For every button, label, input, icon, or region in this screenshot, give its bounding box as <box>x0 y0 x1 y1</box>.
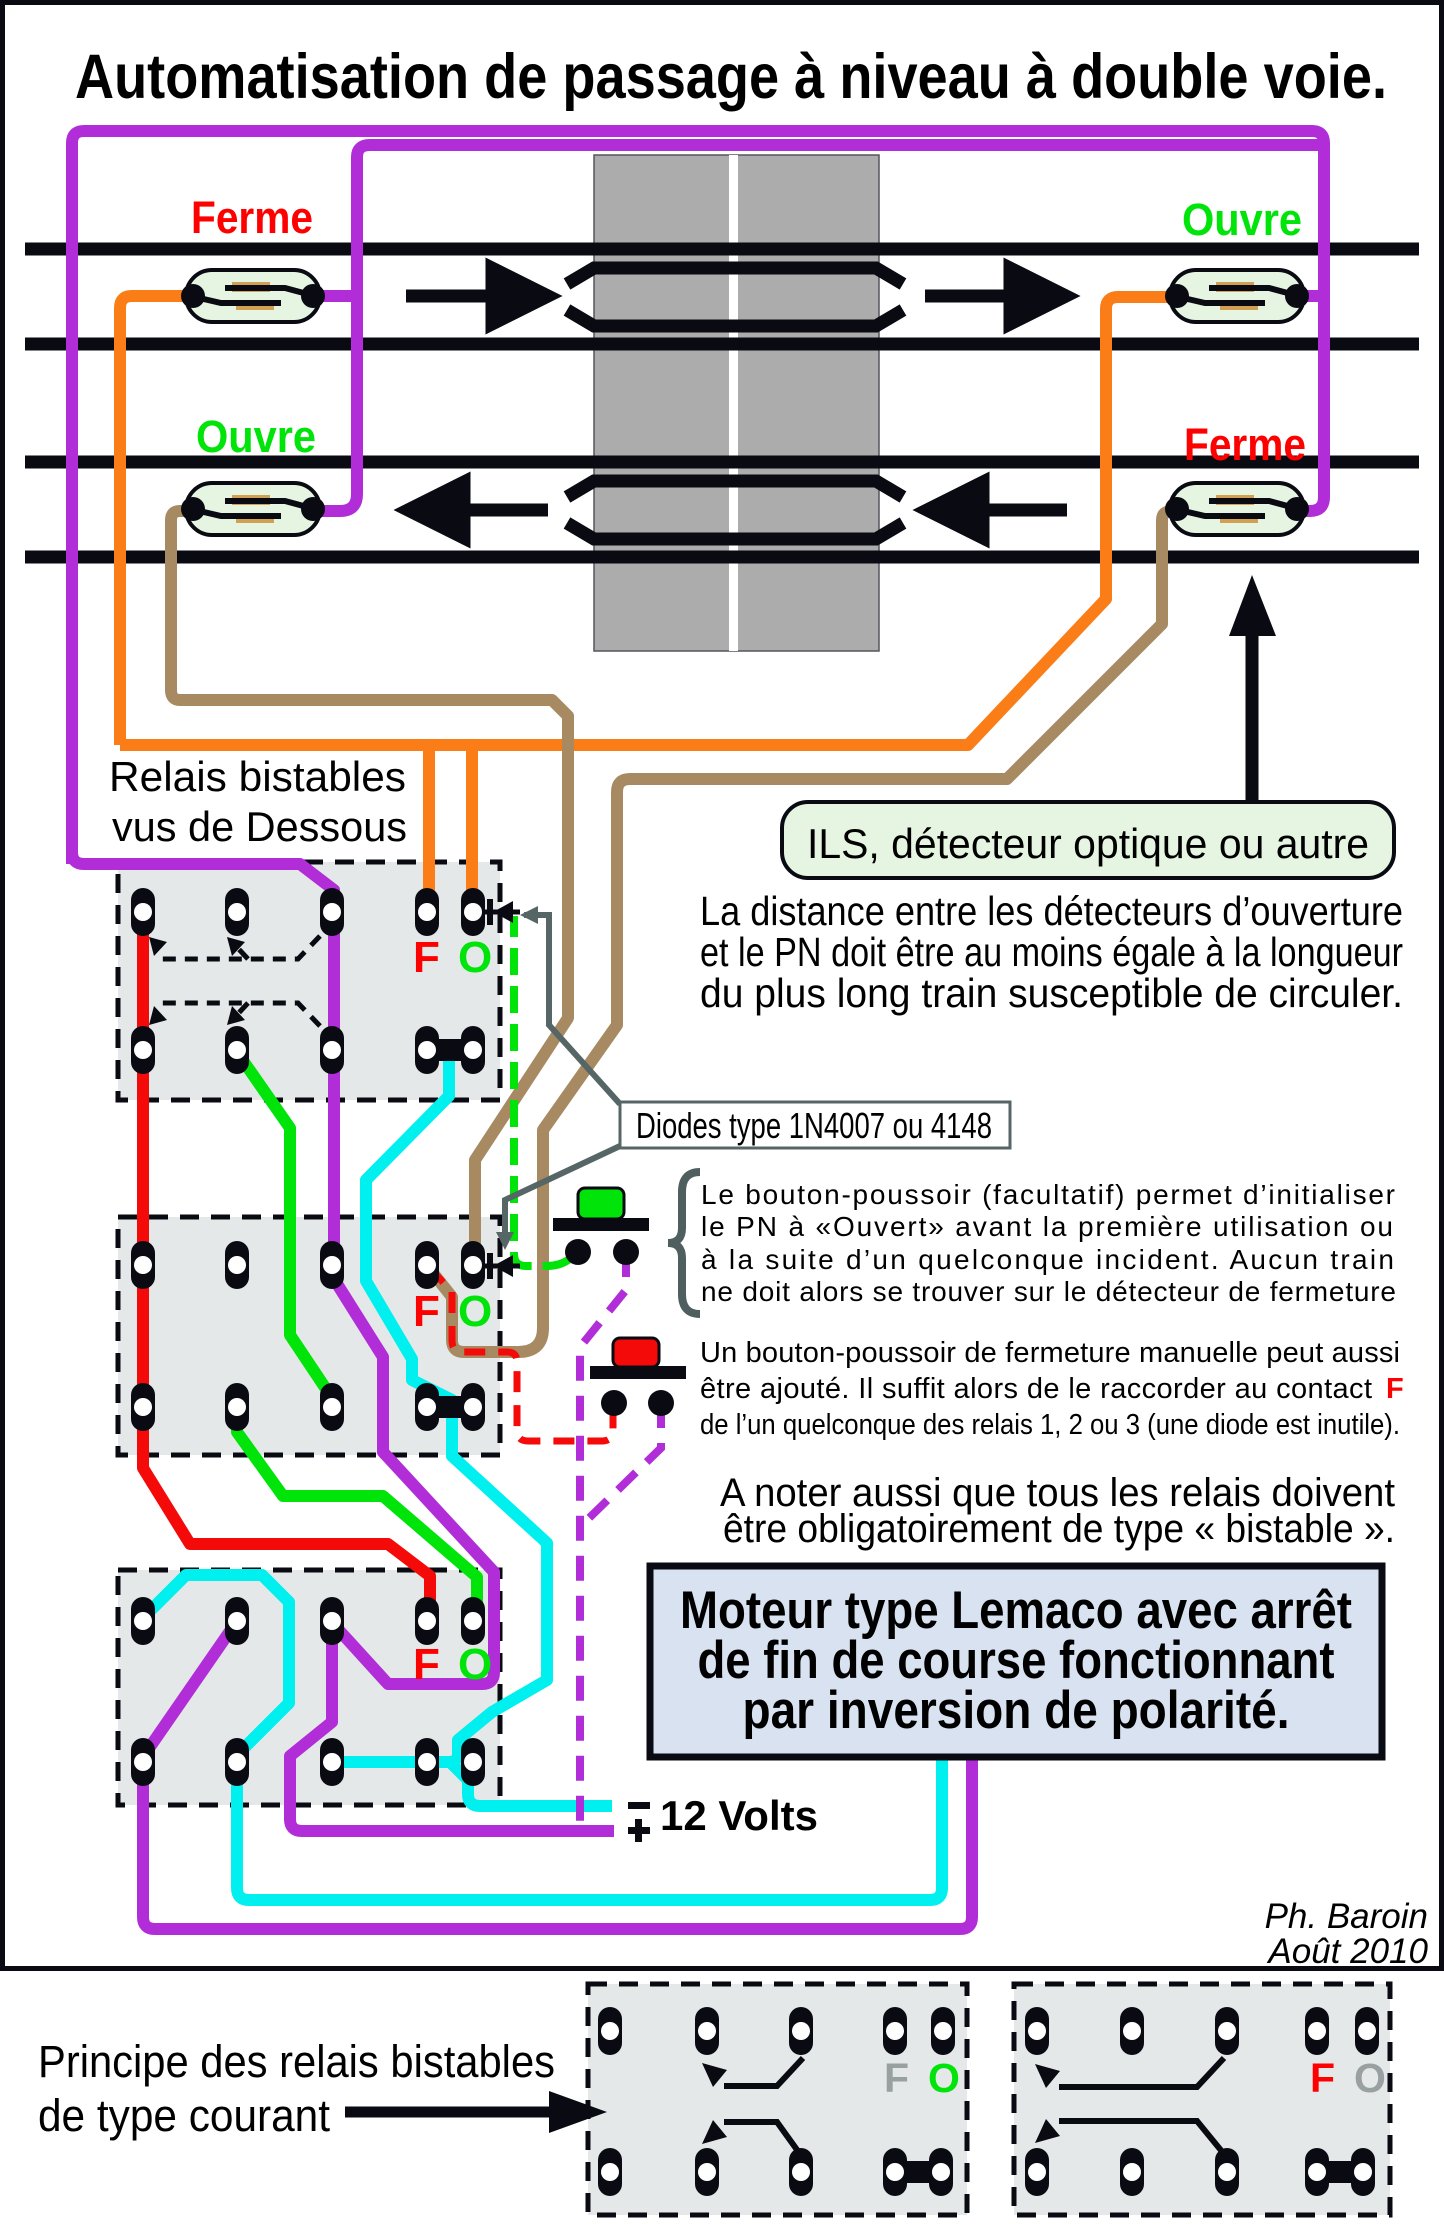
svg-text:Le bouton-poussoir (facultatif: Le bouton-poussoir (facultatif) permet d… <box>701 1179 1395 1210</box>
svg-text:A noter aussi que tous les rel: A noter aussi que tous les relais doiven… <box>720 1471 1395 1515</box>
svg-text:F: F <box>884 2055 909 2101</box>
svg-text:O: O <box>928 2055 960 2101</box>
svg-text:Ph. Baroin: Ph. Baroin <box>1265 1897 1428 1936</box>
svg-text:être ajouté. Il suffit alors d: être ajouté. Il suffit alors de le racco… <box>700 1373 1372 1405</box>
svg-text:Ouvre: Ouvre <box>196 411 316 462</box>
svg-text:de fin de course fonctionnant: de fin de course fonctionnant <box>698 1631 1335 1690</box>
svg-text:F: F <box>413 1640 440 1689</box>
svg-text:O: O <box>1354 2055 1386 2101</box>
svg-text:et le PN doit être au moins ég: et le PN doit être au moins égale à la l… <box>700 929 1403 975</box>
svg-text:Diodes type 1N4007 ou 4148: Diodes type 1N4007 ou 4148 <box>636 1105 992 1146</box>
svg-text:ILS, détecteur optique ou autr: ILS, détecteur optique ou autre <box>807 820 1369 867</box>
svg-text:O: O <box>458 1640 492 1689</box>
svg-text:de l’un quelconque des relais: de l’un quelconque des relais 1, 2 ou 3 … <box>700 1409 1400 1441</box>
svg-text:le PN à «Ouvert» avant la prem: le PN à «Ouvert» avant la première utili… <box>701 1211 1393 1242</box>
svg-text:Relais bistables: Relais bistables <box>109 753 406 800</box>
svg-text:Ouvre: Ouvre <box>1182 194 1302 245</box>
svg-text:12 Volts: 12 Volts <box>660 1792 818 1839</box>
svg-text:F: F <box>413 1287 440 1336</box>
svg-text:Ferme: Ferme <box>191 192 313 243</box>
svg-text:F: F <box>1386 1373 1404 1405</box>
svg-text:Ferme: Ferme <box>1184 419 1306 470</box>
svg-text:F: F <box>1310 2055 1335 2101</box>
svg-text:ne doit alors se trouver sur l: ne doit alors se trouver sur le détecteu… <box>701 1276 1396 1307</box>
svg-text:O: O <box>458 1287 492 1336</box>
svg-text:Automatisation de passage à ni: Automatisation de passage à niveau à dou… <box>75 42 1387 112</box>
svg-text:La distance entre les détecteu: La distance entre les détecteurs d’ouver… <box>700 888 1403 934</box>
svg-text:O: O <box>458 933 492 982</box>
svg-text:être obligatoirement de type «: être obligatoirement de type « bistable … <box>723 1507 1395 1551</box>
svg-text:Principe des relais bistables: Principe des relais bistables <box>38 2036 555 2087</box>
svg-text:F: F <box>413 933 440 982</box>
svg-text:vus de Dessous: vus de Dessous <box>112 803 407 850</box>
svg-text:par inversion de polarité.: par inversion de polarité. <box>743 1681 1290 1740</box>
svg-text:à la suite d’un quelconque inc: à la suite d’un quelconque incident. Auc… <box>701 1244 1394 1275</box>
svg-text:de type courant: de type courant <box>38 2090 330 2141</box>
svg-text:Moteur type Lemaco avec arrêt: Moteur type Lemaco avec arrêt <box>680 1581 1352 1640</box>
svg-text:du plus long train susceptible: du plus long train susceptible de circul… <box>700 970 1403 1016</box>
svg-text:Un bouton-poussoir de fermetur: Un bouton-poussoir de fermeture manuelle… <box>700 1337 1400 1369</box>
svg-text:Août 2010: Août 2010 <box>1266 1932 1428 1971</box>
